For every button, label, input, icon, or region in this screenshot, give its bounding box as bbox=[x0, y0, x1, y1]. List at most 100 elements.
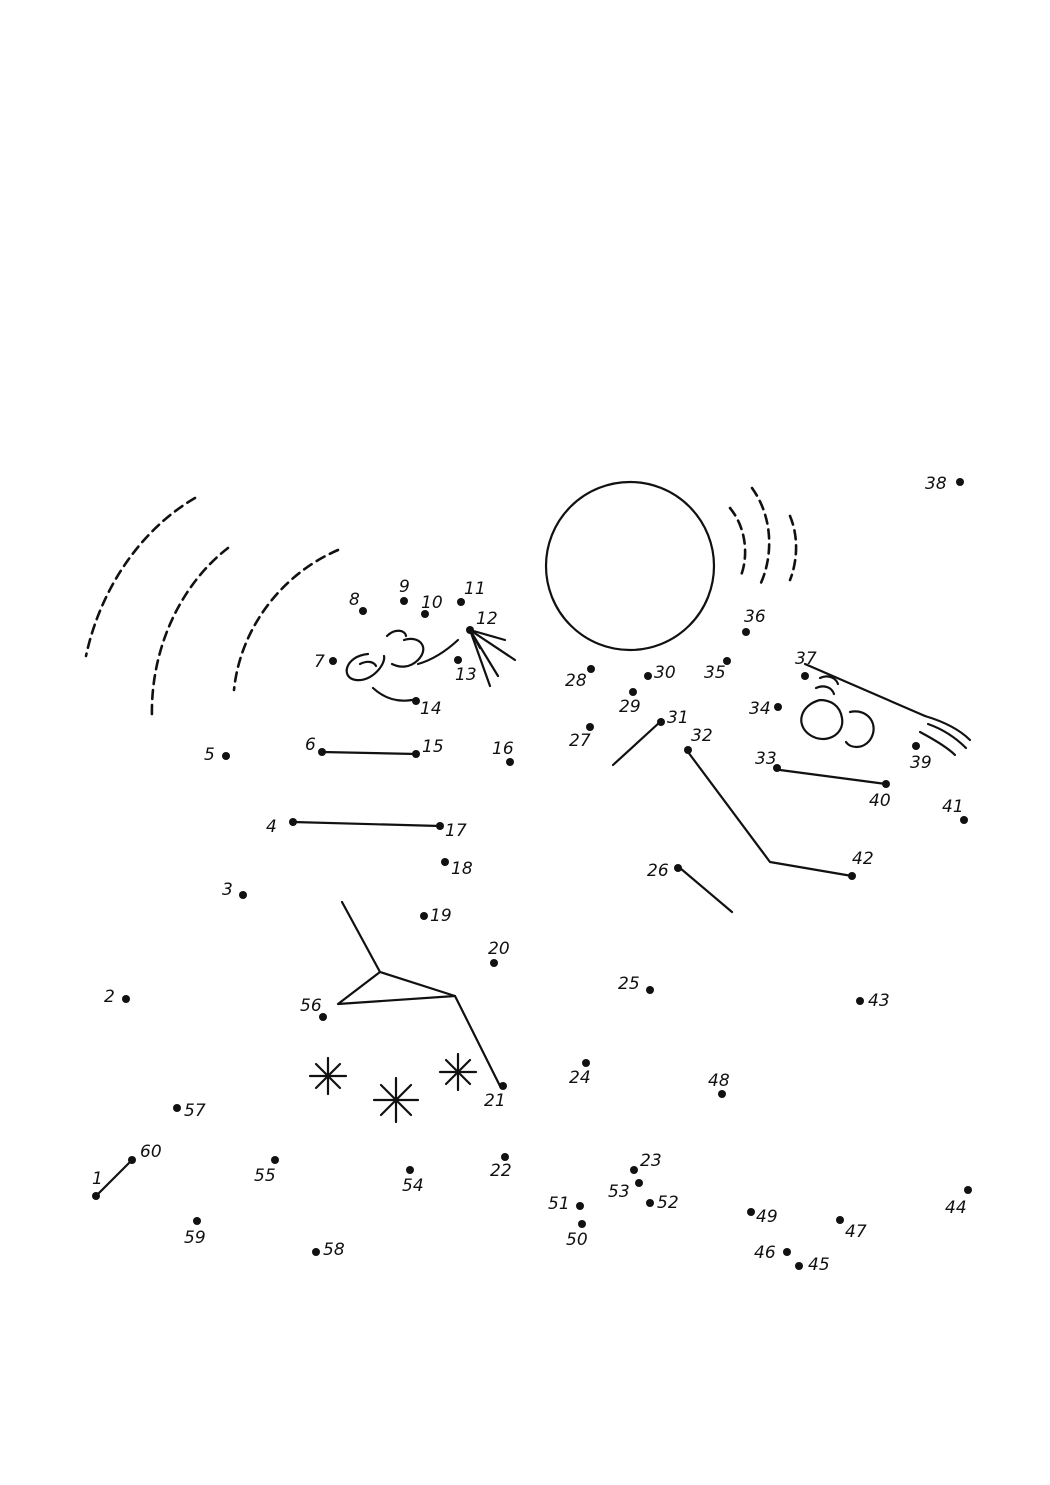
svg-text:33: 33 bbox=[755, 749, 777, 769]
svg-text:10: 10 bbox=[421, 593, 443, 613]
dot-20[interactable]: 20 bbox=[488, 939, 510, 967]
svg-text:42: 42 bbox=[852, 849, 874, 869]
dot-41[interactable]: 41 bbox=[942, 797, 968, 824]
right-face-art bbox=[611, 662, 972, 914]
dot-31[interactable]: 31 bbox=[657, 708, 689, 728]
svg-text:44: 44 bbox=[945, 1198, 967, 1218]
svg-text:27: 27 bbox=[569, 731, 591, 751]
dot-6[interactable]: 6 bbox=[305, 735, 326, 756]
svg-text:28: 28 bbox=[565, 671, 587, 691]
dot-34[interactable]: 34 bbox=[749, 699, 782, 719]
dot-58[interactable]: 58 bbox=[312, 1240, 345, 1260]
svg-text:2: 2 bbox=[104, 987, 115, 1007]
dot-28[interactable]: 28 bbox=[565, 665, 595, 691]
dot-11[interactable]: 11 bbox=[457, 579, 486, 606]
svg-text:51: 51 bbox=[548, 1194, 570, 1214]
svg-text:41: 41 bbox=[942, 797, 964, 817]
dot-13[interactable]: 13 bbox=[454, 656, 477, 685]
svg-text:25: 25 bbox=[618, 974, 640, 994]
dot-56[interactable]: 56 bbox=[300, 996, 327, 1021]
dot-38[interactable]: 38 bbox=[925, 474, 964, 494]
svg-text:9: 9 bbox=[399, 577, 410, 597]
svg-text:56: 56 bbox=[300, 996, 322, 1016]
dot-48[interactable]: 48 bbox=[708, 1071, 730, 1098]
dot-15[interactable]: 15 bbox=[412, 737, 444, 758]
svg-text:32: 32 bbox=[691, 726, 713, 746]
sparkle-icon bbox=[372, 1076, 420, 1124]
dot-4[interactable]: 4 bbox=[266, 817, 297, 837]
svg-text:20: 20 bbox=[488, 939, 510, 959]
svg-text:45: 45 bbox=[808, 1255, 830, 1275]
numbered-dots: 1 2 3 4 5 6 7 8 9 10 11 12 13 14 15 16 1… bbox=[92, 474, 972, 1275]
dot-8[interactable]: 8 bbox=[349, 590, 367, 615]
svg-text:49: 49 bbox=[756, 1207, 778, 1227]
sparkle-icon bbox=[438, 1052, 478, 1092]
svg-text:15: 15 bbox=[422, 737, 444, 757]
svg-text:52: 52 bbox=[657, 1193, 679, 1213]
dot-49[interactable]: 49 bbox=[747, 1207, 778, 1227]
svg-text:60: 60 bbox=[140, 1142, 162, 1162]
dot-30[interactable]: 30 bbox=[644, 663, 676, 683]
svg-text:29: 29 bbox=[619, 697, 641, 717]
dot-36[interactable]: 36 bbox=[742, 607, 766, 636]
dot-37[interactable]: 37 bbox=[795, 649, 817, 680]
dot-27[interactable]: 27 bbox=[569, 723, 594, 751]
dot-55[interactable]: 55 bbox=[254, 1156, 279, 1186]
dot-32[interactable]: 32 bbox=[684, 726, 713, 754]
dot-9[interactable]: 9 bbox=[399, 577, 410, 605]
dot-19[interactable]: 19 bbox=[420, 906, 452, 926]
dot-18[interactable]: 18 bbox=[441, 858, 473, 879]
dot-59[interactable]: 59 bbox=[184, 1217, 206, 1248]
dot-42[interactable]: 42 bbox=[848, 849, 874, 880]
svg-text:18: 18 bbox=[451, 859, 473, 879]
svg-text:35: 35 bbox=[704, 663, 726, 683]
dot-51[interactable]: 51 bbox=[548, 1194, 584, 1214]
dot-54[interactable]: 54 bbox=[402, 1166, 424, 1196]
dot-52[interactable]: 52 bbox=[646, 1193, 679, 1213]
dot-12[interactable]: 12 bbox=[466, 609, 498, 634]
dot-39[interactable]: 39 bbox=[910, 742, 932, 773]
dot-45[interactable]: 45 bbox=[795, 1255, 830, 1275]
dot-26[interactable]: 26 bbox=[647, 861, 682, 881]
dot-50[interactable]: 50 bbox=[566, 1220, 588, 1250]
dot-60[interactable]: 60 bbox=[128, 1142, 162, 1164]
svg-text:12: 12 bbox=[476, 609, 498, 629]
dot-25[interactable]: 25 bbox=[618, 974, 654, 994]
svg-text:38: 38 bbox=[925, 474, 947, 494]
left-face-art bbox=[291, 628, 517, 828]
dot-33[interactable]: 33 bbox=[755, 749, 781, 772]
dot-44[interactable]: 44 bbox=[945, 1186, 972, 1218]
svg-text:53: 53 bbox=[608, 1182, 630, 1202]
ball-icon bbox=[544, 480, 716, 652]
dot-43[interactable]: 43 bbox=[856, 991, 890, 1011]
svg-text:22: 22 bbox=[490, 1161, 512, 1181]
svg-text:30: 30 bbox=[654, 663, 676, 683]
svg-text:50: 50 bbox=[566, 1230, 588, 1250]
dot-3[interactable]: 3 bbox=[222, 880, 247, 900]
dot-7[interactable]: 7 bbox=[314, 652, 337, 672]
svg-text:6: 6 bbox=[305, 735, 316, 755]
dot-14[interactable]: 14 bbox=[412, 697, 442, 719]
dot-40[interactable]: 40 bbox=[869, 780, 891, 811]
dot-47[interactable]: 47 bbox=[836, 1216, 867, 1242]
dot-23[interactable]: 23 bbox=[630, 1151, 662, 1174]
dot-53[interactable]: 53 bbox=[608, 1179, 643, 1202]
svg-text:43: 43 bbox=[868, 991, 890, 1011]
dot-29[interactable]: 29 bbox=[619, 688, 641, 717]
svg-text:31: 31 bbox=[667, 708, 689, 728]
dot-16[interactable]: 16 bbox=[492, 739, 514, 766]
dot-21[interactable]: 21 bbox=[484, 1082, 507, 1111]
dot-57[interactable]: 57 bbox=[173, 1101, 206, 1121]
dot-1[interactable]: 1 bbox=[92, 1169, 103, 1200]
dot-17[interactable]: 17 bbox=[436, 821, 467, 841]
svg-text:11: 11 bbox=[464, 579, 486, 599]
dot-24[interactable]: 24 bbox=[569, 1059, 591, 1088]
sparkle-icon bbox=[308, 1056, 348, 1096]
svg-text:23: 23 bbox=[640, 1151, 662, 1171]
dot-46[interactable]: 46 bbox=[754, 1243, 791, 1263]
dot-10[interactable]: 10 bbox=[421, 593, 443, 618]
dot-35[interactable]: 35 bbox=[704, 657, 731, 683]
dot-22[interactable]: 22 bbox=[490, 1153, 512, 1181]
dot-5[interactable]: 5 bbox=[204, 745, 230, 765]
dot-2[interactable]: 2 bbox=[104, 987, 130, 1007]
